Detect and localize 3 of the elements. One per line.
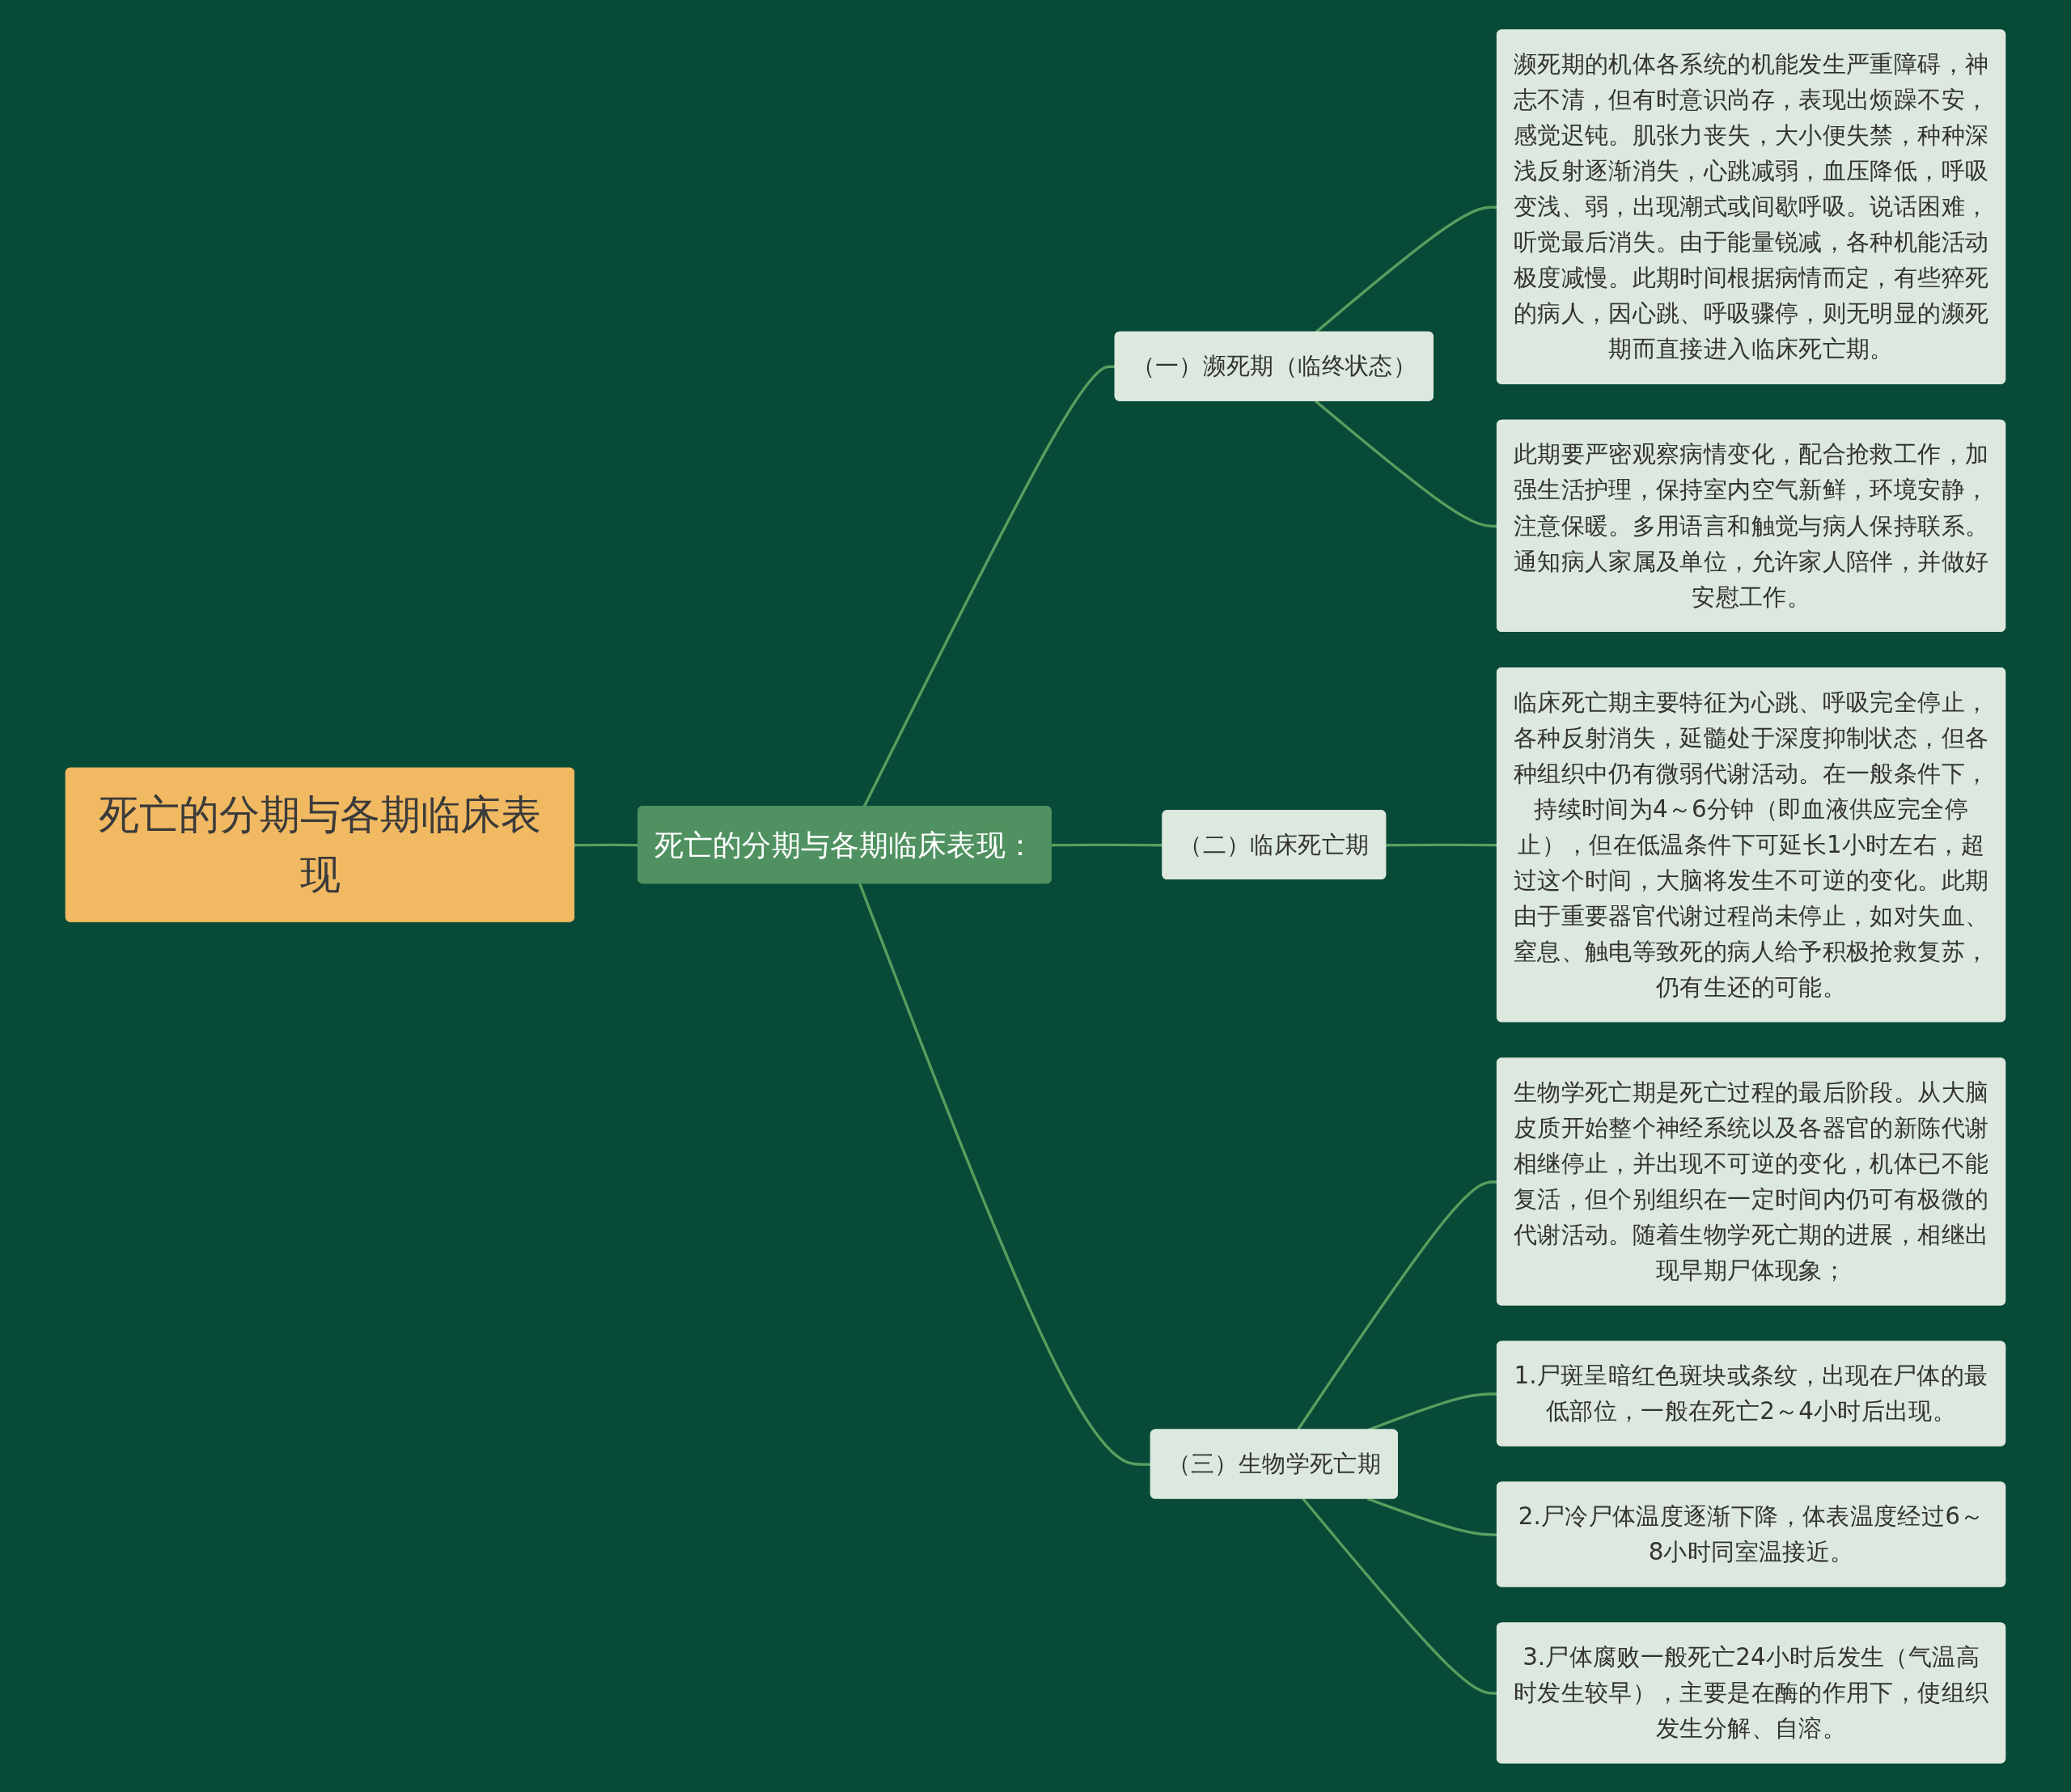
connector [1051,843,1163,846]
connector [862,365,1116,807]
connector [858,883,1151,1466]
